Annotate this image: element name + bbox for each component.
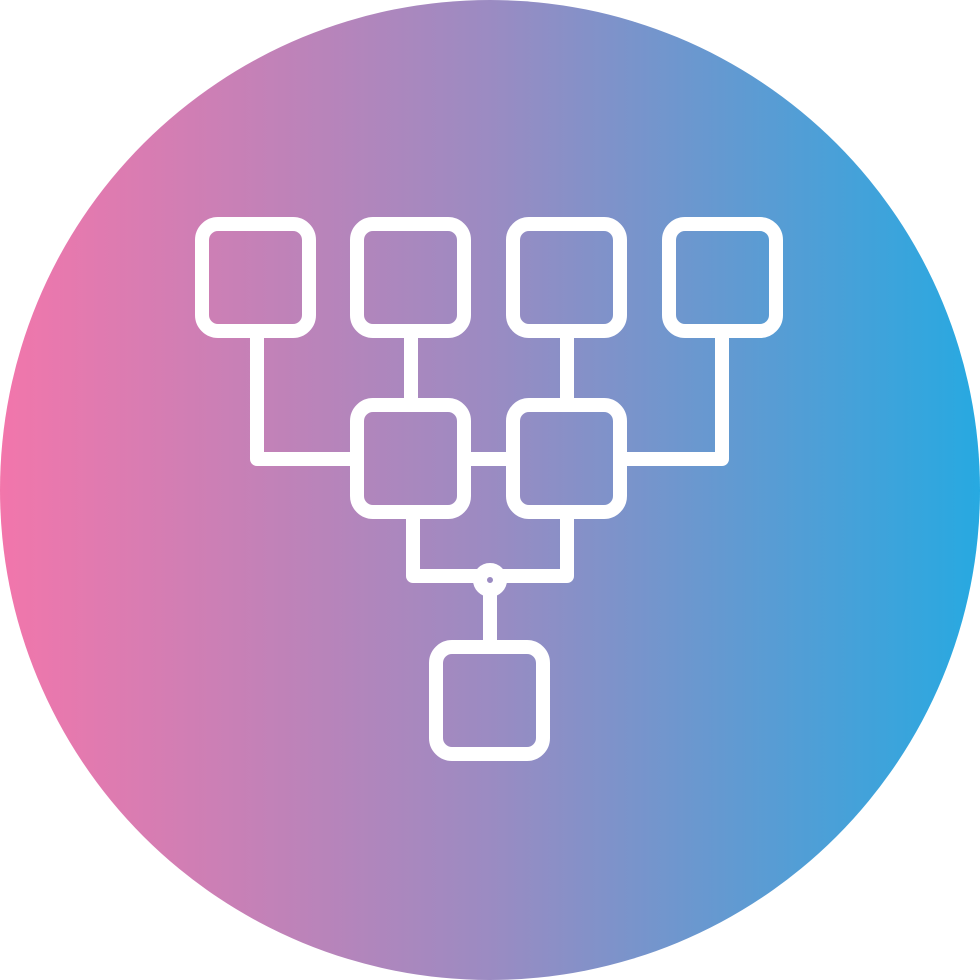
connector-merge-left <box>406 514 479 583</box>
tree-glyph <box>195 217 783 761</box>
top-box-3 <box>506 217 627 338</box>
connector-merge-right <box>501 514 574 583</box>
top-box-4 <box>662 217 783 338</box>
connector-top-1 <box>250 336 357 466</box>
connector-top-4 <box>622 336 729 466</box>
bottom-box <box>429 640 550 761</box>
middle-box-left <box>350 398 471 519</box>
top-box-1 <box>195 217 316 338</box>
top-box-2 <box>350 217 471 338</box>
middle-box-right <box>506 398 627 519</box>
junction-node <box>473 563 507 597</box>
